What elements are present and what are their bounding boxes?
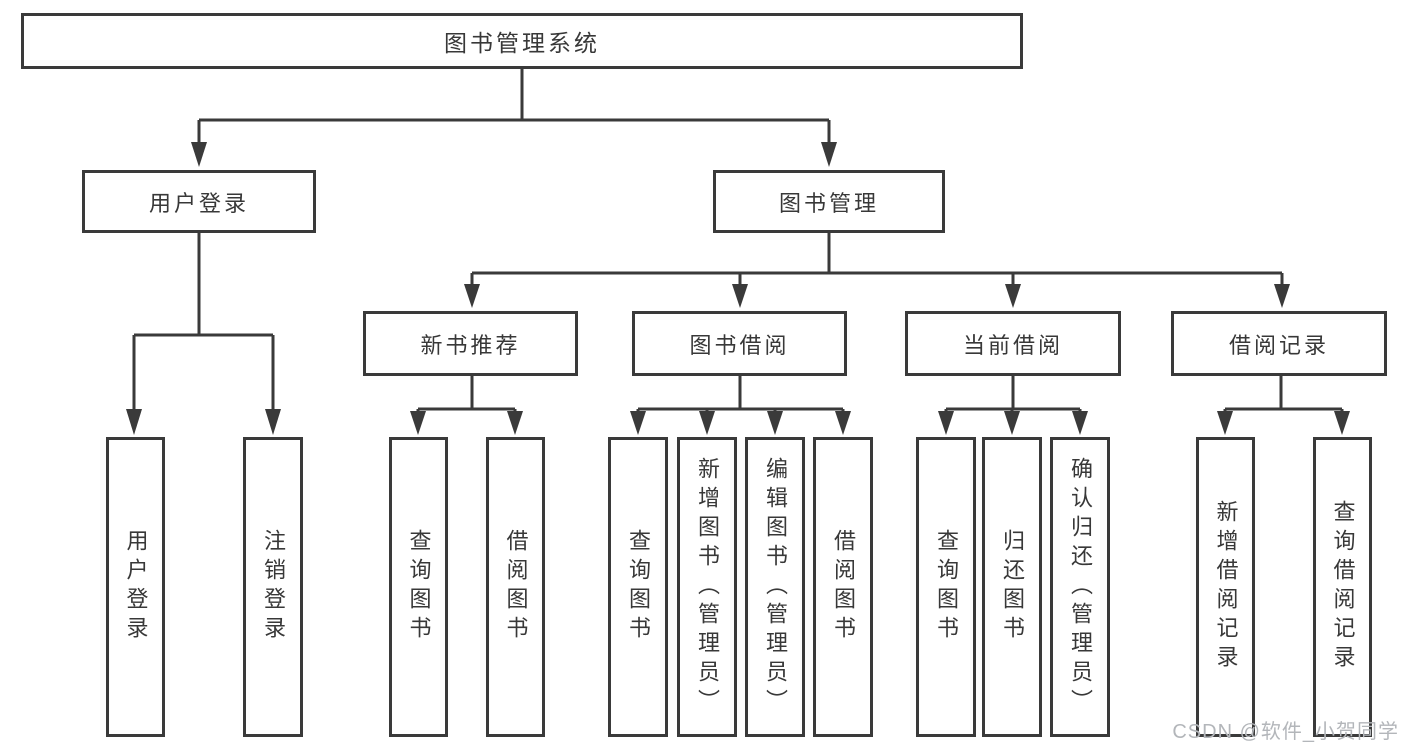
- connector-borrow-records-to-leaves: [1223, 376, 1344, 414]
- arrowhead-icon: [1005, 284, 1021, 308]
- node-leaf-borrow-books: 借阅图书: [813, 437, 873, 737]
- arrowhead-icon: [1334, 411, 1350, 435]
- arrowhead-icon: [507, 411, 523, 435]
- node-leaf-logout: 注销登录: [243, 437, 303, 737]
- arrowhead-icon: [767, 411, 783, 435]
- node-label: 查询图书: [934, 529, 959, 645]
- connector-book-mgmt-to-level3: [470, 233, 1284, 288]
- node-label: 借阅记录: [1228, 332, 1329, 358]
- node-label: 确认归还（管理员）: [1068, 456, 1093, 718]
- node-leaf-edit-books-admin: 编辑图书（管理员）: [745, 437, 805, 737]
- node-label: 图书管理: [778, 190, 879, 216]
- node-label: 新增借阅记录: [1213, 500, 1239, 674]
- node-leaf-add-borrow-record: 新增借阅记录: [1196, 437, 1255, 737]
- arrowhead-icon: [1274, 284, 1290, 308]
- node-user-login: 用户登录: [82, 170, 316, 233]
- node-leaf-add-books-admin: 新增图书（管理员）: [677, 437, 737, 737]
- connector-user-login-to-leaves: [132, 233, 275, 412]
- node-label: 查询图书: [406, 529, 432, 645]
- arrowhead-icon: [126, 409, 142, 435]
- node-leaf-query-borrow-record: 查询借阅记录: [1313, 437, 1372, 737]
- node-label: 查询借阅记录: [1330, 500, 1356, 674]
- node-label: 图书借阅: [689, 332, 790, 358]
- node-label: 用户登录: [123, 529, 149, 645]
- node-leaf-borrow-books-recommend: 借阅图书: [486, 437, 545, 737]
- node-leaf-query-books-recommend: 查询图书: [389, 437, 448, 737]
- connector-new-book-to-leaves: [416, 376, 517, 414]
- arrowhead-icon: [630, 411, 646, 435]
- arrowhead-icon: [1004, 411, 1020, 435]
- node-new-book-recommend: 新书推荐: [363, 311, 578, 376]
- arrowhead-icon: [265, 409, 281, 435]
- connector-book-borrow-to-leaves: [636, 376, 845, 414]
- node-leaf-query-books-current: 查询图书: [916, 437, 976, 737]
- connector-current-borrow-to-leaves: [944, 376, 1082, 414]
- arrowhead-icon: [699, 411, 715, 435]
- arrowhead-icon: [464, 284, 480, 308]
- arrowhead-icon: [1217, 411, 1233, 435]
- node-book-borrow: 图书借阅: [632, 311, 847, 376]
- node-label: 注销登录: [261, 529, 286, 645]
- node-label: 归还图书: [1000, 529, 1025, 645]
- node-label: 用户登录: [148, 190, 249, 216]
- node-label: 借阅图书: [503, 529, 529, 645]
- node-label: 借阅图书: [831, 529, 856, 645]
- node-leaf-user-login: 用户登录: [106, 437, 165, 737]
- watermark-text: CSDN @软件_小贺同学: [1172, 721, 1399, 743]
- node-root-library-system: 图书管理系统: [21, 13, 1023, 69]
- arrowhead-icon: [821, 142, 837, 167]
- arrowhead-icon: [938, 411, 954, 435]
- node-borrow-records: 借阅记录: [1171, 311, 1387, 376]
- arrowhead-icon: [410, 411, 426, 435]
- node-leaf-return-books: 归还图书: [982, 437, 1042, 737]
- arrowhead-icon: [1072, 411, 1088, 435]
- connector-root-to-level2: [197, 69, 831, 145]
- node-current-borrow: 当前借阅: [905, 311, 1121, 376]
- arrowhead-icon: [835, 411, 851, 435]
- node-label: 当前借阅: [962, 332, 1063, 358]
- arrowhead-icon: [191, 142, 207, 167]
- node-label: 查询图书: [626, 529, 651, 645]
- node-leaf-confirm-return-admin: 确认归还（管理员）: [1050, 437, 1110, 737]
- node-label: 编辑图书（管理员）: [763, 456, 788, 718]
- arrowhead-icon: [732, 284, 748, 308]
- node-label: 图书管理系统: [444, 30, 600, 56]
- node-book-management: 图书管理: [713, 170, 945, 233]
- node-label: 新书推荐: [420, 332, 521, 358]
- node-leaf-query-books-borrow: 查询图书: [608, 437, 668, 737]
- node-label: 新增图书（管理员）: [695, 456, 720, 718]
